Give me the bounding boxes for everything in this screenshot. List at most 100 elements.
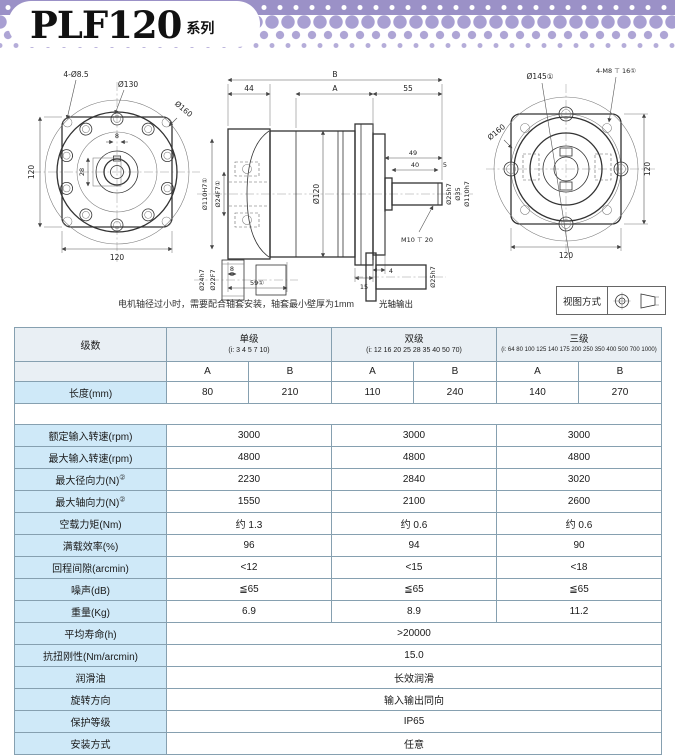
cell: 任意	[165, 732, 663, 755]
dim-label: 40	[411, 161, 419, 169]
stage-header-label: 级数	[14, 327, 167, 362]
cell: 4800	[495, 446, 663, 469]
row-label: 额定输入转速(rpm)	[14, 424, 167, 447]
cell: 6.9	[166, 600, 332, 623]
dim-label: M10 ⊤ 20	[401, 236, 433, 244]
table-row-ab-header: A B A B A B	[14, 361, 663, 382]
dim-label: Ø120	[312, 184, 321, 204]
banner-pattern-strip	[0, 41, 675, 50]
cell: 3000	[495, 424, 663, 447]
col-header: A	[331, 361, 414, 382]
cell: 2100	[331, 490, 497, 513]
dim-label: 49	[409, 149, 417, 157]
cell: 约 0.6	[495, 512, 663, 535]
table-row: 旋转方向 输入输出同向	[14, 688, 663, 711]
row-label: 长度(mm)	[14, 381, 167, 404]
row-label: 噪声(dB)	[14, 578, 167, 601]
dim-label: Ø24F7①	[214, 180, 222, 207]
cell: 210	[248, 381, 332, 404]
cell: 3000	[331, 424, 497, 447]
row-label: 最大输入转速(rpm)	[14, 446, 167, 469]
table-row: 安装方式 任意	[14, 732, 663, 755]
cell: 15.0	[165, 644, 663, 667]
dim-label: Ø110h7	[463, 181, 471, 207]
cell: 长效润滑	[165, 666, 663, 689]
cell: 240	[413, 381, 497, 404]
col-header: B	[577, 361, 663, 382]
stage-group-double: 双级 (i: 12 16 20 25 28 35 40 50 70)	[331, 327, 497, 362]
col-header: B	[248, 361, 332, 382]
row-label: 最大径向力(N)②	[14, 468, 167, 491]
cell: 11.2	[495, 600, 663, 623]
dim-label: 8	[115, 132, 119, 140]
cell: 约 0.6	[331, 512, 497, 535]
table-row-length: 长度(mm) 80 210 110 240 140 270	[14, 381, 663, 404]
table-row: 空载力矩(Nm) 约 1.3 约 0.6 约 0.6	[14, 512, 663, 535]
rear-view-drawing: Ø145① 4-M8 ⊤ 16① Ø160 120 120	[486, 67, 656, 261]
cell: 2230	[166, 468, 332, 491]
dim-label: 8	[230, 265, 234, 273]
table-row: 额定输入转速(rpm) 3000 3000 3000	[14, 424, 663, 447]
cell: 4800	[331, 446, 497, 469]
dim-label: 4-M8 ⊤ 16①	[596, 67, 636, 75]
cell: <15	[331, 556, 497, 579]
stage-group-single: 单级 (i: 3 4 5 7 10)	[166, 327, 332, 362]
dim-label: Ø110H7①	[201, 178, 209, 211]
row-label: 回程间隙(arcmin)	[14, 556, 167, 579]
cell: 输入输出同向	[165, 688, 663, 711]
table-row-stage-header: 级数 单级 (i: 3 4 5 7 10) 双级 (i: 12 16 20 25…	[14, 327, 663, 362]
cell: ≦65	[331, 578, 497, 601]
row-label: 安装方式	[14, 732, 167, 755]
cell: 270	[577, 381, 663, 404]
table-spacer-row	[13, 403, 663, 425]
row-label: 旋转方向	[14, 688, 167, 711]
header-banner: PLF120 系列	[0, 0, 675, 52]
table-row: 回程间隙(arcmin) <12 <15 <18	[14, 556, 663, 579]
cell: 110	[331, 381, 414, 404]
dim-label: 120	[643, 162, 652, 177]
page-title-suffix: 系列	[186, 20, 215, 36]
cell: 3000	[166, 424, 332, 447]
cell: 80	[166, 381, 249, 404]
dim-label: Ø145①	[527, 72, 554, 81]
table-row: 噪声(dB) ≦65 ≦65 ≦65	[14, 578, 663, 601]
page-title: PLF120	[30, 3, 182, 47]
dim-label: A	[332, 84, 338, 93]
table-row: 润滑油 长效润滑	[14, 666, 663, 689]
row-label: 平均寿命(h)	[14, 622, 167, 645]
title-block: PLF120 系列	[8, 1, 260, 47]
table-row: 最大输入转速(rpm) 4800 4800 4800	[14, 446, 663, 469]
row-label: 抗扭刚性(Nm/arcmin)	[14, 644, 167, 667]
dim-label: 44	[244, 84, 254, 93]
cell: 3020	[495, 468, 663, 491]
spec-table: 级数 单级 (i: 3 4 5 7 10) 双级 (i: 12 16 20 25…	[13, 327, 663, 755]
table-row: 平均寿命(h) >20000	[14, 622, 663, 645]
dim-label: Ø22F7	[209, 269, 217, 290]
row-label: 最大轴向力(N)②	[14, 490, 167, 513]
dim-label: 120	[27, 165, 36, 180]
output-shaft-drawing: Ø25h7 光轴输出	[354, 252, 446, 309]
dim-label: 120	[110, 253, 125, 262]
dim-label: Ø35	[454, 187, 462, 200]
cell: 90	[495, 534, 663, 557]
dim-label: 5	[443, 161, 447, 169]
m8-holes	[503, 106, 629, 232]
dim-label: Ø130	[118, 80, 138, 89]
table-row: 最大轴向力(N)② 1550 2100 2600	[14, 490, 663, 513]
cell: 96	[166, 534, 332, 557]
cell: <18	[495, 556, 663, 579]
table-row: 满载效率(%) 96 94 90	[14, 534, 663, 557]
cell: 2600	[495, 490, 663, 513]
dim-label: 15	[360, 283, 368, 291]
table-row: 抗扭刚性(Nm/arcmin) 15.0	[14, 644, 663, 667]
dim-label: 55	[403, 84, 413, 93]
view-method-label: 视图方式	[557, 287, 608, 314]
projection-target-icon	[613, 292, 630, 309]
col-header: B	[413, 361, 497, 382]
dim-label: Ø25h7	[445, 183, 453, 205]
cell: 8.9	[331, 600, 497, 623]
cell: >20000	[165, 622, 663, 645]
projection-cone-icon	[640, 293, 659, 308]
table-row: 重量(Kg) 6.9 8.9 11.2	[14, 600, 663, 623]
cell: 约 1.3	[166, 512, 332, 535]
